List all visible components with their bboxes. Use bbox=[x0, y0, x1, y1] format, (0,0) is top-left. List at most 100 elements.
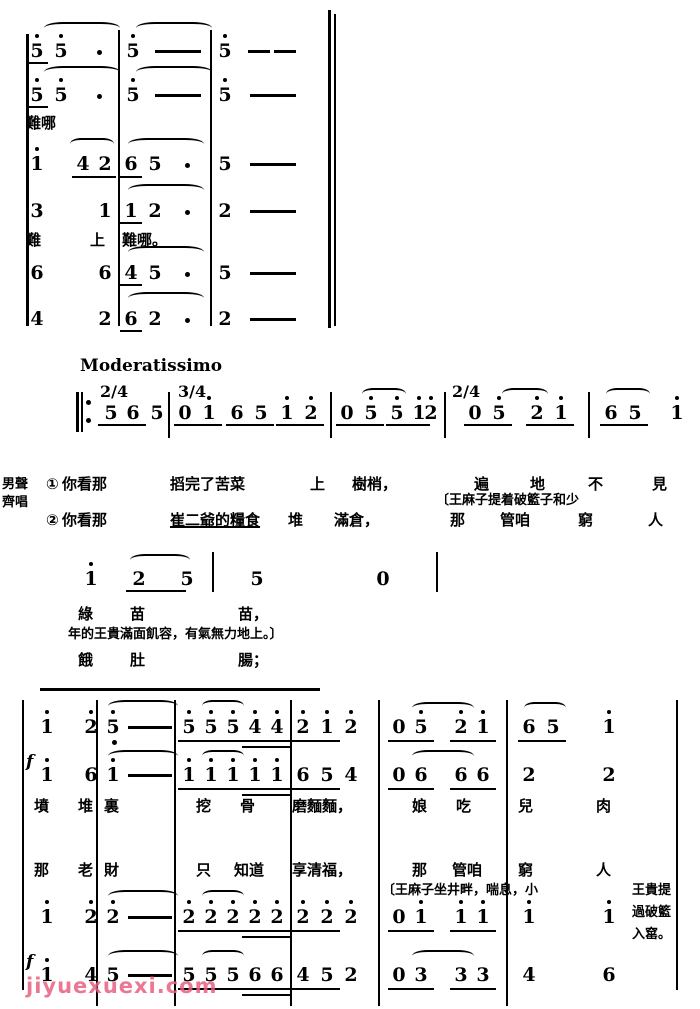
system-2-barline-c bbox=[444, 392, 446, 438]
note: 2 bbox=[106, 906, 120, 928]
slur bbox=[70, 138, 114, 150]
note: 2 bbox=[98, 308, 112, 330]
note: 4 bbox=[296, 964, 310, 986]
system-1-right-barline-2 bbox=[334, 14, 336, 326]
slur bbox=[108, 750, 178, 762]
note: 1 bbox=[670, 402, 684, 424]
duration-dash bbox=[155, 50, 201, 53]
note: 5 bbox=[104, 402, 118, 424]
slur bbox=[412, 750, 474, 762]
lyric: 只 bbox=[196, 861, 212, 879]
stage-direction: 〔王麻子提着破籃子和少 bbox=[436, 493, 580, 508]
system-1-left-barline bbox=[26, 34, 29, 326]
note: 5 bbox=[30, 84, 44, 106]
system-4-top-rule bbox=[40, 688, 320, 691]
slur bbox=[202, 890, 244, 902]
beam bbox=[388, 740, 434, 742]
lyric: 裏 bbox=[104, 797, 120, 815]
note: 2 bbox=[148, 200, 162, 222]
system-4-barline-e bbox=[506, 700, 508, 886]
beam bbox=[242, 746, 290, 748]
stage-direction: 年的王貴滿面飢容，有氣無力地上。〕 bbox=[68, 627, 283, 642]
slur bbox=[130, 554, 190, 566]
note: 2 bbox=[602, 764, 616, 786]
note: 1 bbox=[280, 402, 294, 424]
duration-dash bbox=[250, 94, 296, 97]
note: 5 bbox=[390, 402, 404, 424]
duration-dash bbox=[128, 726, 172, 729]
note: 2 bbox=[320, 906, 334, 928]
note: 1 bbox=[412, 402, 426, 424]
system-4-barline-b bbox=[174, 700, 176, 886]
lyric: 吃 bbox=[456, 797, 472, 815]
note: 1 bbox=[40, 716, 54, 738]
system-3-barline-a bbox=[212, 552, 214, 592]
lyric: 窮 bbox=[578, 511, 594, 529]
beam bbox=[518, 740, 566, 742]
voice-label-line-2: 齊唱 bbox=[2, 495, 29, 510]
note: 0 bbox=[392, 716, 406, 738]
augmentation-dot bbox=[185, 318, 190, 323]
note: 1 bbox=[522, 906, 536, 928]
system-4-barline-a bbox=[96, 700, 98, 886]
lyric: 財 bbox=[104, 861, 120, 879]
note: 5 bbox=[364, 402, 378, 424]
system-5-barline-b bbox=[174, 886, 176, 1006]
beam bbox=[242, 936, 290, 938]
beam bbox=[120, 176, 142, 178]
beam bbox=[450, 788, 496, 790]
note: 1 bbox=[106, 764, 120, 786]
lyric: 管咱 bbox=[500, 511, 531, 529]
note: 2 bbox=[98, 153, 112, 175]
note: 5 bbox=[182, 964, 196, 986]
note: 5 bbox=[414, 716, 428, 738]
note: 6 bbox=[30, 262, 44, 284]
slur bbox=[44, 22, 120, 34]
duration-dash bbox=[248, 50, 270, 53]
slur bbox=[108, 700, 178, 712]
note: 1 bbox=[84, 568, 98, 590]
note: 5 bbox=[182, 716, 196, 738]
beam bbox=[600, 424, 648, 426]
lyric: 人 bbox=[648, 511, 664, 529]
lyric: 堆 bbox=[288, 511, 304, 529]
note: 5 bbox=[30, 40, 44, 62]
beam bbox=[98, 424, 146, 426]
note: 4 bbox=[124, 262, 138, 284]
lyric: 肉 bbox=[596, 797, 612, 815]
verse-marker-2: ② bbox=[46, 511, 59, 529]
note: 5 bbox=[226, 964, 240, 986]
lyric: 人 bbox=[596, 861, 612, 879]
lyric: 兒 bbox=[518, 797, 534, 815]
note: 1 bbox=[454, 906, 468, 928]
note: 6 bbox=[454, 764, 468, 786]
note: 2 bbox=[344, 716, 358, 738]
lyric: 不 bbox=[588, 475, 604, 493]
note: 0 bbox=[376, 568, 390, 590]
duration-dash bbox=[155, 94, 201, 97]
slur bbox=[108, 890, 178, 902]
note: 2 bbox=[344, 906, 358, 928]
beam bbox=[120, 222, 142, 224]
note: 1 bbox=[414, 906, 428, 928]
augmentation-dot bbox=[97, 50, 102, 55]
repeat-start-sign bbox=[76, 392, 94, 432]
dynamic-forte: f bbox=[26, 952, 34, 972]
beam bbox=[276, 424, 324, 426]
stage-direction: 王貴提 bbox=[632, 883, 672, 898]
lyric: 堆 bbox=[78, 797, 94, 815]
note: 6 bbox=[124, 308, 138, 330]
note: 5 bbox=[320, 764, 334, 786]
note: 0 bbox=[340, 402, 354, 424]
note: 2 bbox=[204, 906, 218, 928]
augmentation-dot bbox=[97, 94, 102, 99]
note: 5 bbox=[54, 40, 68, 62]
note: 6 bbox=[414, 764, 428, 786]
lyric: 你看那 bbox=[62, 511, 108, 529]
slur bbox=[136, 66, 212, 78]
note: 5 bbox=[250, 568, 264, 590]
note: 0 bbox=[392, 906, 406, 928]
duration-dash bbox=[250, 210, 296, 213]
note: 1 bbox=[554, 402, 568, 424]
system-5-barline-a bbox=[96, 886, 98, 1006]
